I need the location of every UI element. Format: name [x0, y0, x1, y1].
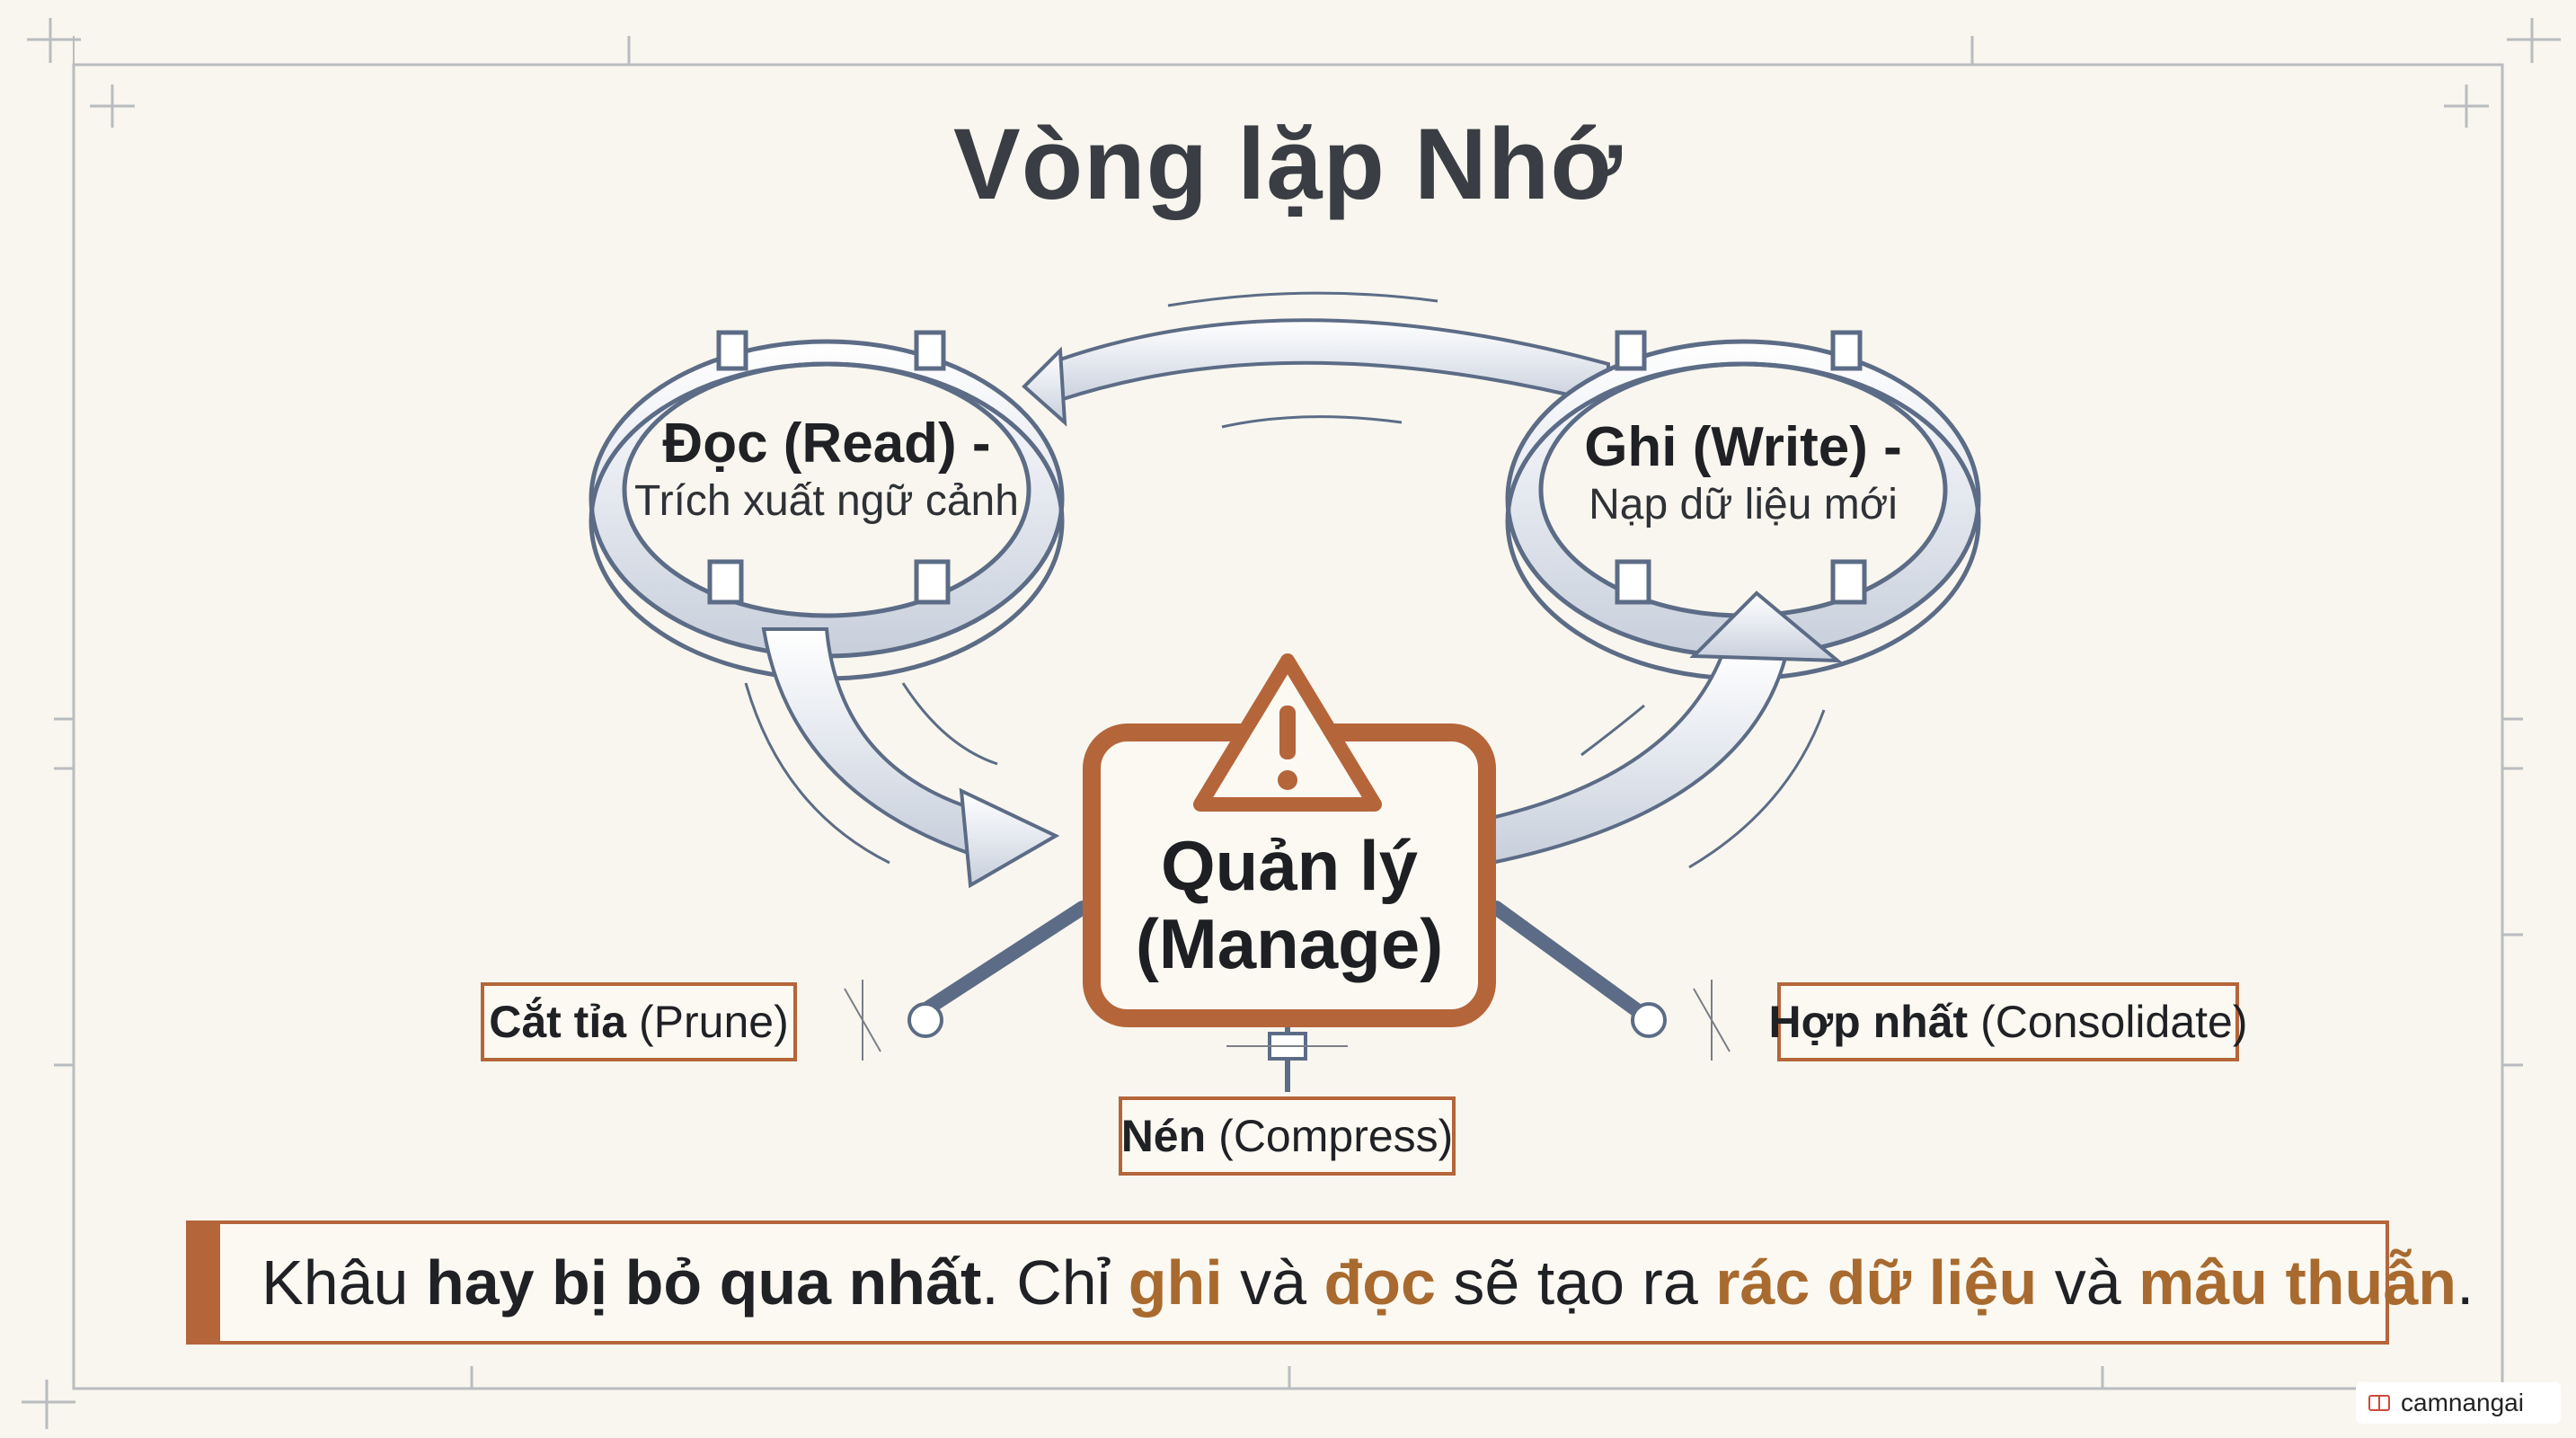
manage-node-title: Quản lý	[1160, 826, 1419, 905]
compress-label-normal: (Compress)	[1218, 1111, 1454, 1161]
manage-box	[1083, 653, 1496, 1027]
banner-highlight-conflict: mâu thuẫn	[2138, 1247, 2456, 1318]
blueprint-frame	[22, 18, 2561, 1429]
consolidate-rod	[1489, 901, 1731, 1061]
read-node-title: Đọc (Read) -	[662, 413, 991, 475]
write-node-subtitle: Nạp dữ liệu mới	[1589, 481, 1898, 529]
banner-text: Khâu hay bị bỏ qua nhất . Chỉ ghi và đọc…	[261, 1224, 2474, 1341]
banner-accent-bar	[190, 1224, 220, 1341]
banner-part: và	[2037, 1247, 2139, 1318]
banner-highlight-write: ghi	[1128, 1247, 1223, 1318]
prune-rod	[844, 901, 1090, 1061]
callout-banner: Khâu hay bị bỏ qua nhất . Chỉ ghi và đọc…	[186, 1221, 2474, 1345]
prune-label-bold: Cắt tỉa	[489, 997, 627, 1047]
consolidate-label-bold: Hợp nhất	[1768, 997, 1969, 1047]
compress-rod	[1226, 1016, 1348, 1092]
compress-label: Nén (Compress)	[1119, 1096, 1456, 1176]
banner-part: .	[2456, 1247, 2474, 1318]
book-icon	[2368, 1395, 2390, 1411]
prune-label: Cắt tỉa (Prune)	[481, 982, 797, 1061]
watermark-label: camnangai	[2401, 1389, 2524, 1416]
consolidate-label: Hợp nhất (Consolidate)	[1769, 982, 2248, 1061]
read-node: Đọc (Read) - Trích xuất ngữ cảnh	[611, 412, 1042, 528]
top-arrow	[1022, 291, 1610, 429]
banner-part: . Chỉ	[981, 1247, 1129, 1318]
banner-highlight-read: đọc	[1323, 1247, 1436, 1318]
read-ring	[589, 330, 1065, 681]
banner-part: và	[1222, 1247, 1324, 1318]
banner-emphasis: hay bị bỏ qua nhất	[425, 1247, 982, 1318]
read-node-subtitle: Trích xuất ngữ cảnh	[634, 477, 1019, 526]
banner-part: Khâu	[261, 1247, 426, 1318]
manage-node: Quản lý (Manage)	[1078, 826, 1500, 984]
read-to-manage-arrow	[744, 627, 1060, 889]
page-title: Vòng lặp Nhớ	[953, 108, 1623, 220]
manage-node-subtitle: (Manage)	[1135, 904, 1444, 984]
write-ring	[1505, 330, 1981, 681]
consolidate-label-normal: (Consolidate)	[1980, 997, 2248, 1047]
write-node: Ghi (Write) - Nạp dữ liệu mới	[1527, 415, 1959, 531]
banner-highlight-garbage: rác dữ liệu	[1715, 1247, 2038, 1318]
prune-label-normal: (Prune)	[639, 997, 789, 1047]
compress-label-bold: Nén	[1120, 1111, 1207, 1161]
banner-part: sẽ tạo ra	[1435, 1247, 1716, 1318]
watermark-badge: camnangai	[2356, 1382, 2561, 1424]
manage-to-write-arrow	[1490, 590, 1843, 869]
write-node-title: Ghi (Write) -	[1584, 416, 1902, 478]
